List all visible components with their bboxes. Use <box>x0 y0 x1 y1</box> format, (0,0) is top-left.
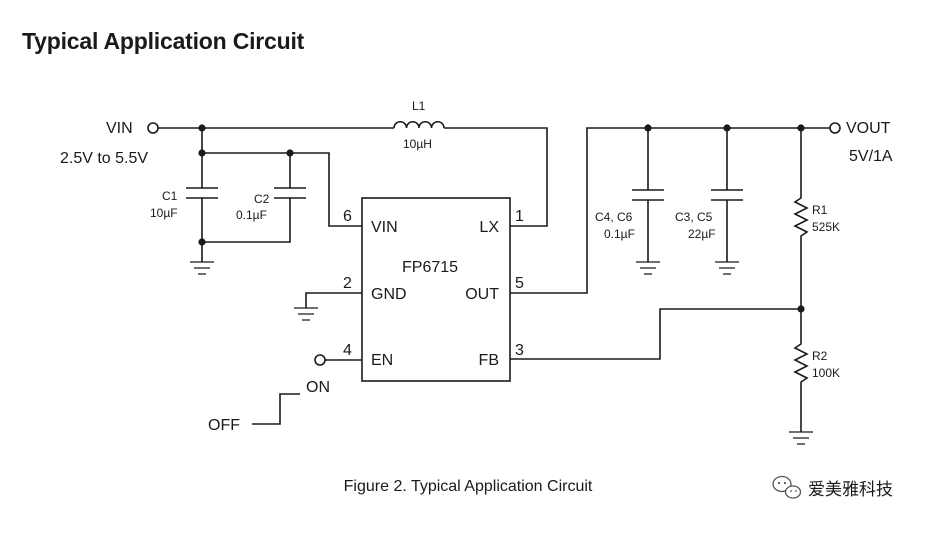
wechat-icon <box>772 475 802 499</box>
en-terminal <box>314 354 326 366</box>
ground-symbol <box>789 431 813 445</box>
figure-caption: Figure 2. Typical Application Circuit <box>343 478 593 495</box>
wire-c2-bottom <box>202 198 291 243</box>
ground-symbol <box>294 307 318 321</box>
capacitor-c2 <box>274 187 306 199</box>
wire-lx <box>444 127 548 227</box>
ground-symbol <box>636 261 660 275</box>
resistor-r2 <box>793 309 809 432</box>
switch-on-label: ON <box>306 379 330 396</box>
r2-ref: R2 <box>812 349 828 363</box>
ic-body <box>361 197 511 382</box>
pin-name-lx: LX <box>479 219 499 236</box>
wire-out <box>510 127 830 294</box>
c1-ref: C1 <box>162 189 178 203</box>
r1-ref: R1 <box>812 203 828 217</box>
r2-value: 100K <box>812 366 840 380</box>
capacitor-c4-c6 <box>632 189 664 201</box>
pin-name-vin: VIN <box>371 219 398 236</box>
pin-number-4: 4 <box>343 342 352 359</box>
pin-number-3: 3 <box>515 342 524 359</box>
vin-label: VIN <box>106 120 133 137</box>
l1-value: 10µH <box>403 137 432 151</box>
page-title: Typical Application Circuit <box>22 28 305 54</box>
c2-ref: C2 <box>254 192 270 206</box>
ground-symbol <box>715 261 739 275</box>
wire-gnd <box>305 292 362 308</box>
capacitor-c3-c5 <box>711 189 743 201</box>
vout-rating-label: 5V/1A <box>849 148 893 165</box>
r1-value: 525K <box>812 220 840 234</box>
pin-number-1: 1 <box>515 208 524 225</box>
pin-number-2: 2 <box>343 275 352 292</box>
pin-name-fb: FB <box>479 352 499 369</box>
wire-vin-pin <box>202 152 362 227</box>
ground-symbol <box>190 261 214 275</box>
watermark-text: 爱美雅科技 <box>808 480 893 499</box>
ic-name: FP6715 <box>402 259 458 276</box>
resistor-r1 <box>793 128 809 309</box>
capacitor-c1 <box>186 187 218 199</box>
c1-value: 10µF <box>150 206 178 220</box>
pin-name-gnd: GND <box>371 286 407 303</box>
vin-range-label: 2.5V to 5.5V <box>60 150 148 167</box>
c2-value: 0.1µF <box>236 208 267 222</box>
switch-off-label: OFF <box>208 417 240 434</box>
vout-terminal <box>829 122 841 134</box>
pin-name-out: OUT <box>465 286 499 303</box>
l1-ref: L1 <box>412 99 426 113</box>
pin-number-5: 5 <box>515 275 524 292</box>
c35-value: 22µF <box>688 227 716 241</box>
switch-signal <box>252 393 300 425</box>
vin-terminal <box>147 122 159 134</box>
pin-name-en: EN <box>371 352 393 369</box>
pin-number-6: 6 <box>343 208 352 225</box>
c46-value: 0.1µF <box>604 227 635 241</box>
c35-ref: C3, C5 <box>675 210 713 224</box>
c46-ref: C4, C6 <box>595 210 633 224</box>
vout-label: VOUT <box>846 120 891 137</box>
inductor-l1 <box>393 120 445 129</box>
wire-fb <box>510 308 801 360</box>
